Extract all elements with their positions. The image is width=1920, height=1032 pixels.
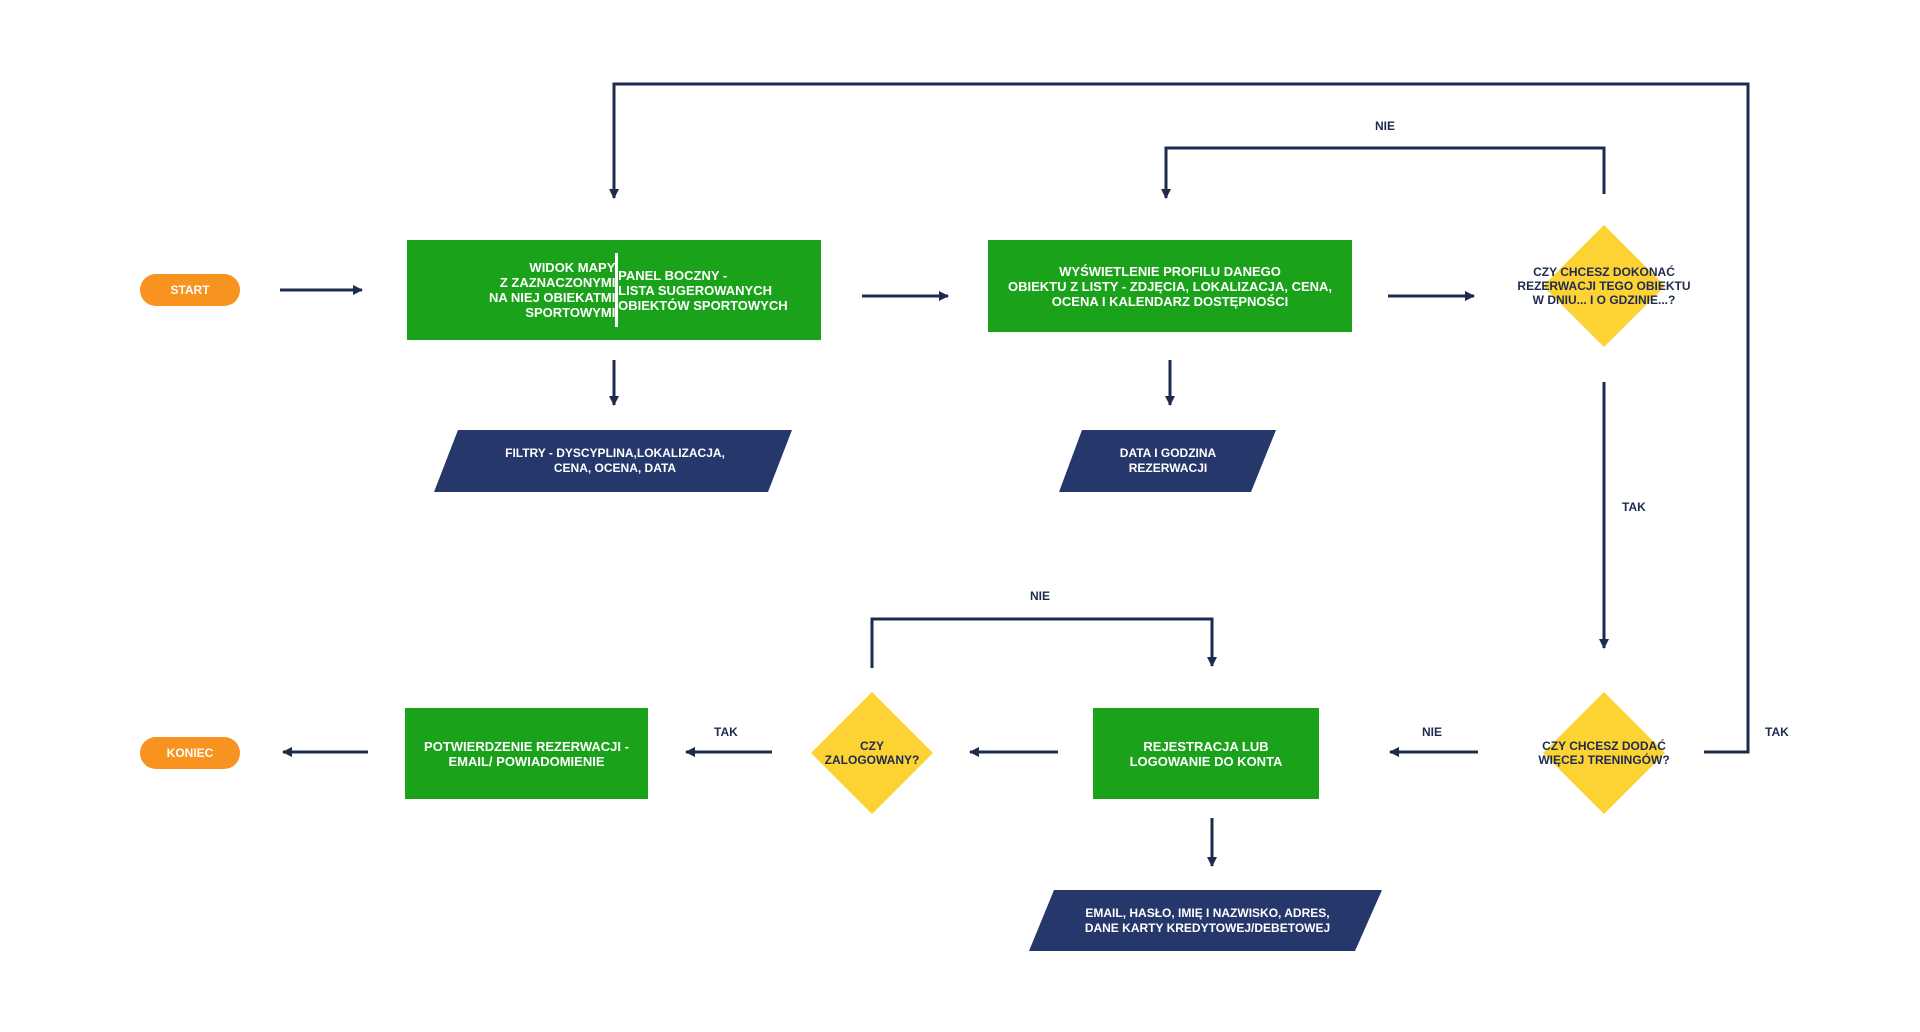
label-nie-logged: NIE — [1030, 589, 1051, 603]
map-view-text: WIDOK MAPY Z ZAZNACZONYMI NA NIEJ OBIEKA… — [488, 260, 616, 320]
map-view-box: WIDOK MAPY Z ZAZNACZONYMI NA NIEJ OBIEKA… — [407, 240, 821, 340]
label-nie-reserve: NIE — [1375, 119, 1396, 133]
label-nie-more: NIE — [1422, 725, 1443, 739]
end-node: KONIEC — [140, 737, 240, 769]
profile-box: WYŚWIETLENIE PROFILU DANEGO OBIEKTU Z LI… — [988, 240, 1352, 332]
arrow-more-tak-loop — [609, 82, 1750, 754]
decision-reserve-shape — [1543, 225, 1665, 347]
label-tak-more: TAK — [1765, 725, 1789, 739]
date-time-shape — [1059, 430, 1276, 492]
date-time-text: DATA I GODZINA REZERWACJI — [1119, 446, 1217, 475]
filters-text: FILTRY - DYSCYPLINA,LOKALIZACJA, CENA, O… — [505, 446, 725, 475]
box-divider — [615, 253, 619, 327]
account-data-shape — [1029, 890, 1382, 951]
filters-shape — [434, 430, 792, 492]
label-tak-reserve: TAK — [1622, 500, 1646, 514]
register-box: REJESTRACJA LUB LOGOWANIE DO KONTA — [1093, 708, 1319, 799]
decision-logged-shape — [811, 692, 933, 814]
arrow-logged-nie-loop — [870, 617, 1217, 668]
arrow-reserve-nie-loop — [1161, 146, 1606, 199]
decision-more-shape — [1543, 692, 1665, 814]
account-data-text: EMAIL, HASŁO, IMIĘ I NAZWISKO, ADRES, DA… — [1084, 905, 1331, 935]
start-node: START — [140, 274, 240, 306]
confirm-box: POTWIERDZENIE REZERWACJI - EMAIL/ POWIAD… — [405, 708, 648, 799]
decision-more-text: CZY CHCESZ DODAĆ WIĘCEJ TRENINGÓW? — [1538, 739, 1670, 767]
side-panel-text: PANEL BOCZNY - LISTA SUGEROWANYCH OBIEKT… — [618, 267, 788, 313]
label-tak-logged: TAK — [714, 725, 738, 739]
decision-reserve-text: CZY CHCESZ DOKONAĆ REZERWACJI TEGO OBIEK… — [1517, 265, 1691, 307]
decision-logged-text: CZY ZALOGOWANY? — [824, 739, 920, 767]
